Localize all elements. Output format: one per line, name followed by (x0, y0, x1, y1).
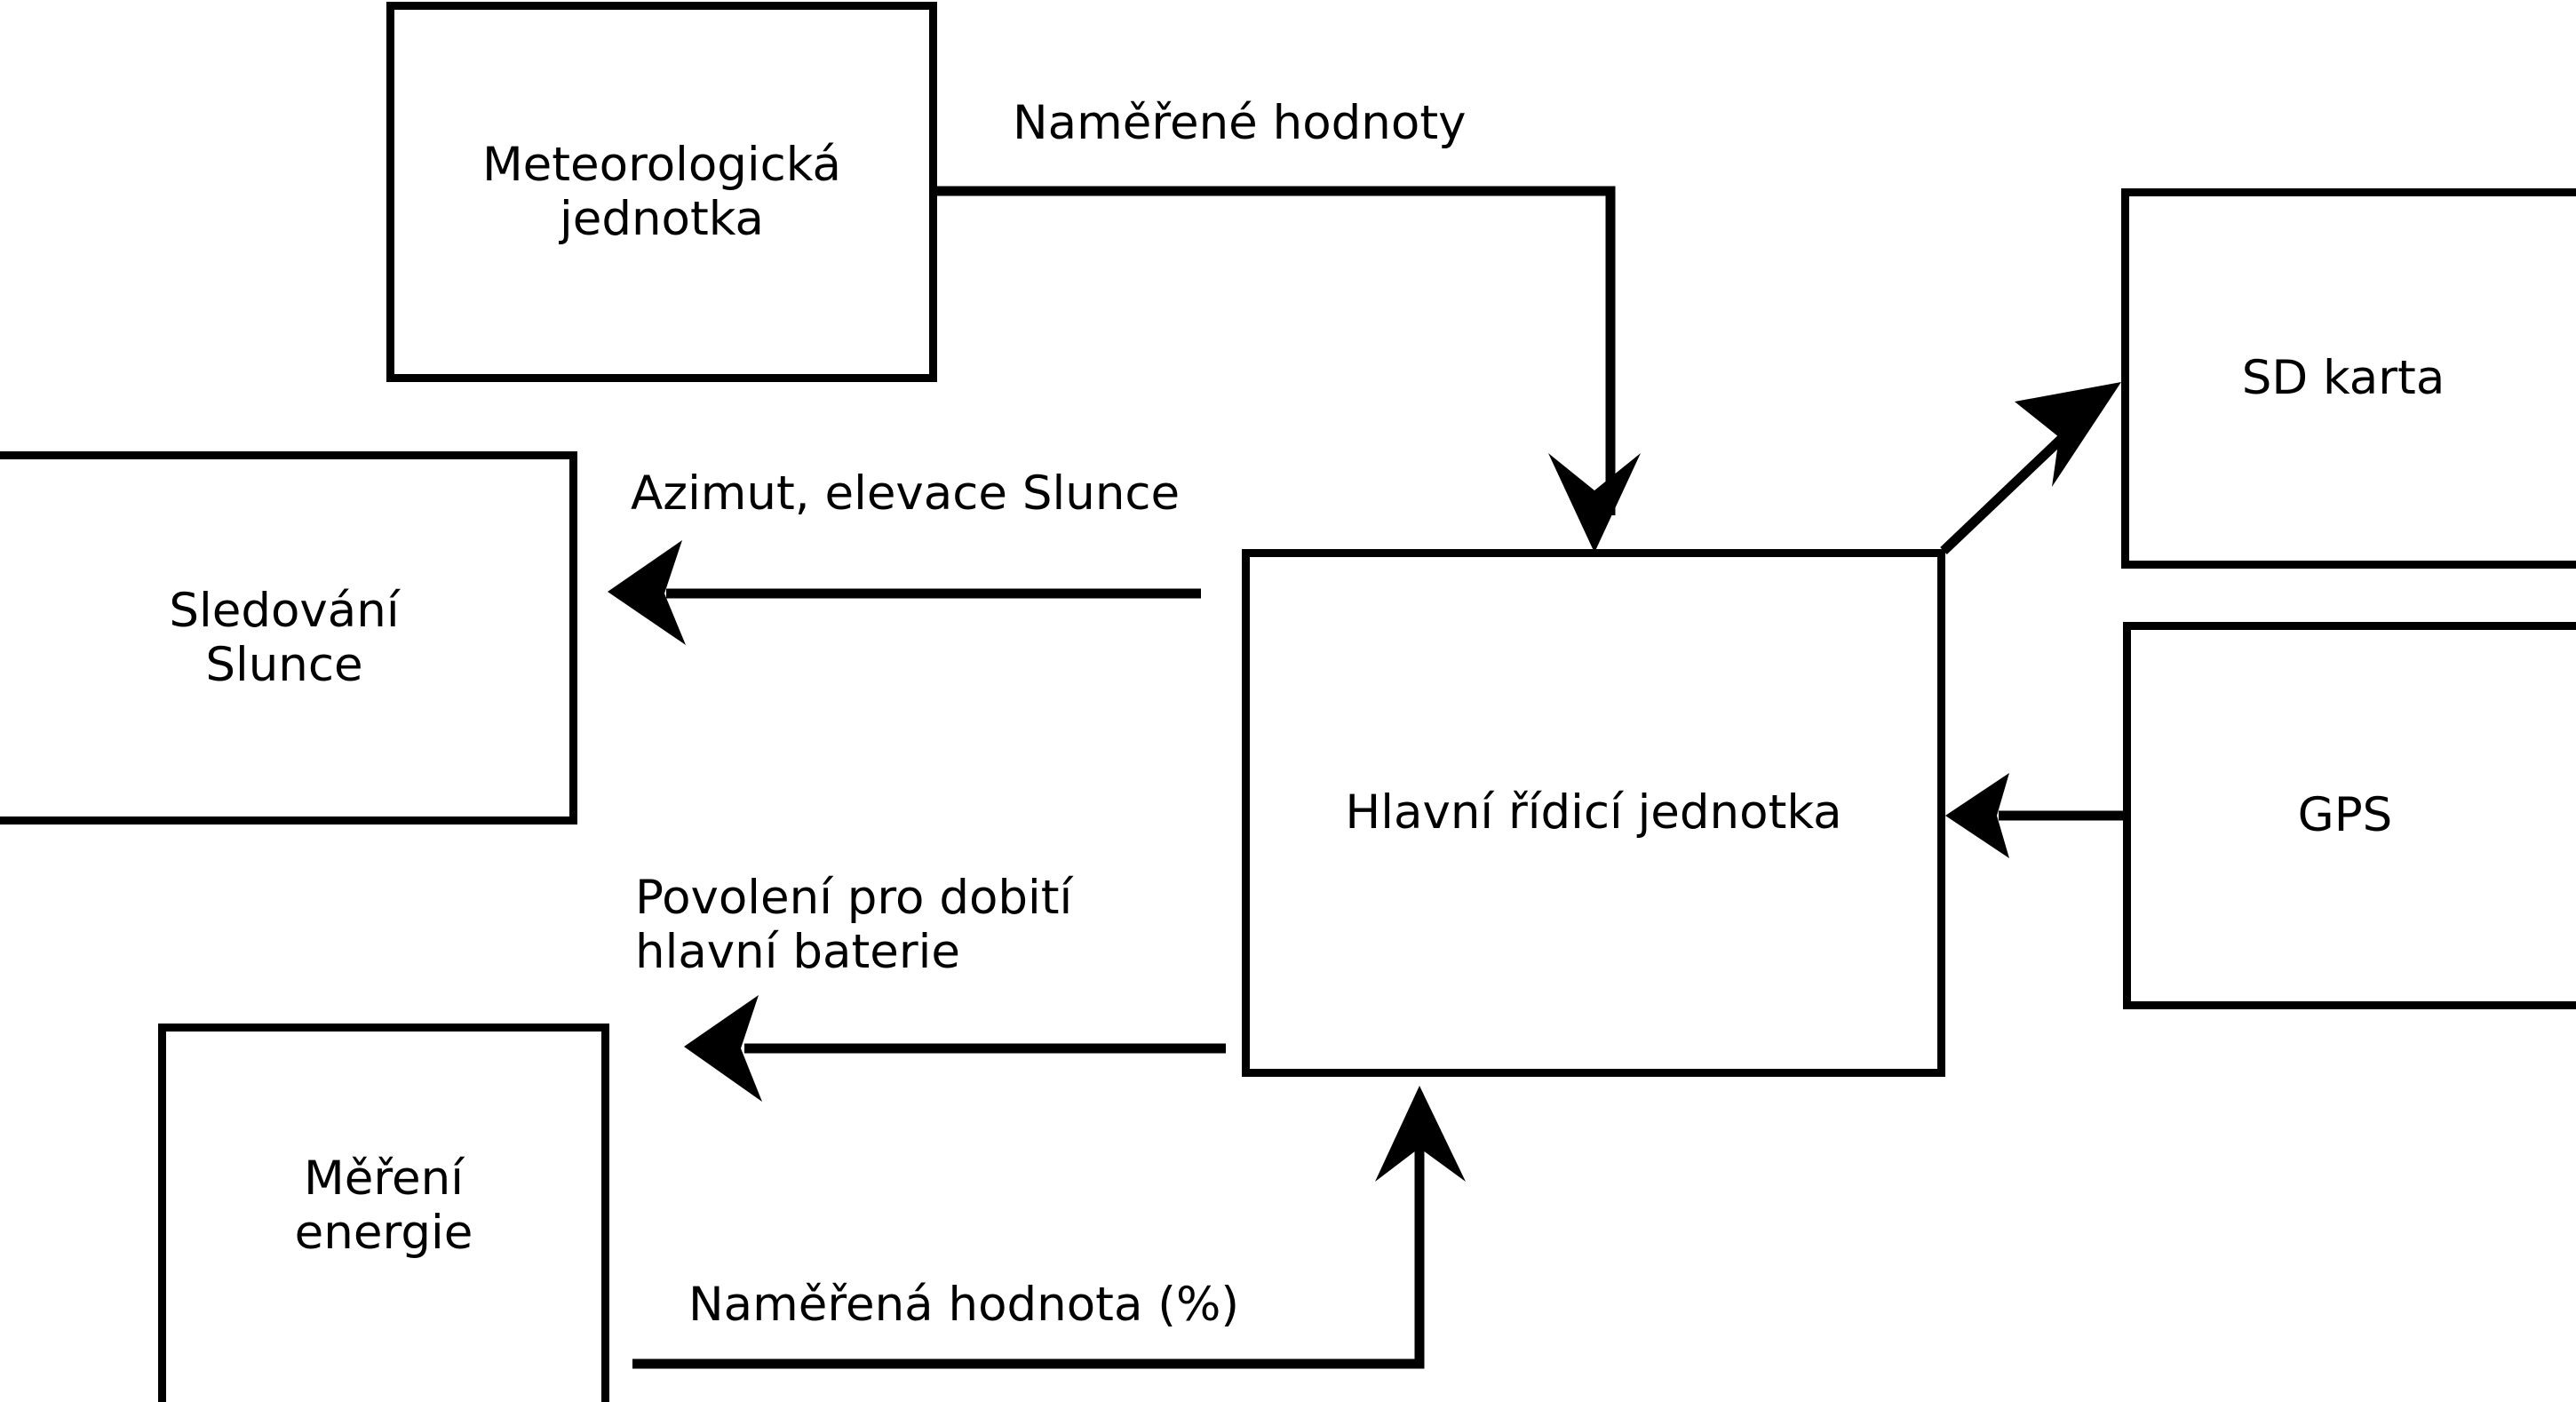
node-label-energy: Měření energie (294, 1151, 473, 1260)
node-label-main: Hlavní řídicí jednotka (1345, 785, 1842, 840)
edge-label-povoleni-dobiti: Povolení pro dobití hlavní baterie (635, 871, 1073, 980)
node-label-tracking: Sledování Slunce (169, 583, 400, 692)
edge-main-to-energy (684, 995, 1226, 1102)
edge-meteo-to-main (937, 186, 1641, 553)
node-sd-karta[interactable]: SD karta (2121, 188, 2576, 569)
edge-gps-to-main (1945, 773, 2123, 858)
edge-energy-to-main (632, 1086, 1466, 1369)
node-label-meteo: Meteorologická jednotka (481, 137, 842, 246)
edge-label-namerene-hodnoty: Naměřené hodnoty (1013, 96, 1467, 150)
node-hlavni-ridici-jednotka[interactable]: Hlavní řídicí jednotka (1242, 549, 1945, 1077)
node-gps[interactable]: GPS (2123, 622, 2576, 1009)
node-mereni-energie[interactable]: Měření energie (158, 1024, 609, 1402)
node-meteorologicka-jednotka[interactable]: Meteorologická jednotka (386, 2, 937, 382)
edge-label-azimut-elevace: Azimut, elevace Slunce (631, 466, 1181, 521)
edge-label-namerena-hodnota: Naměřená hodnota (%) (688, 1278, 1240, 1332)
node-label-sdcard: SD karta (2241, 351, 2445, 406)
node-sledovani-slunce[interactable]: Sledování Slunce (0, 451, 577, 824)
node-label-gps: GPS (2297, 788, 2393, 843)
edge-main-to-tracking (608, 540, 1201, 645)
edge-main-to-sdcard (1940, 382, 2121, 554)
